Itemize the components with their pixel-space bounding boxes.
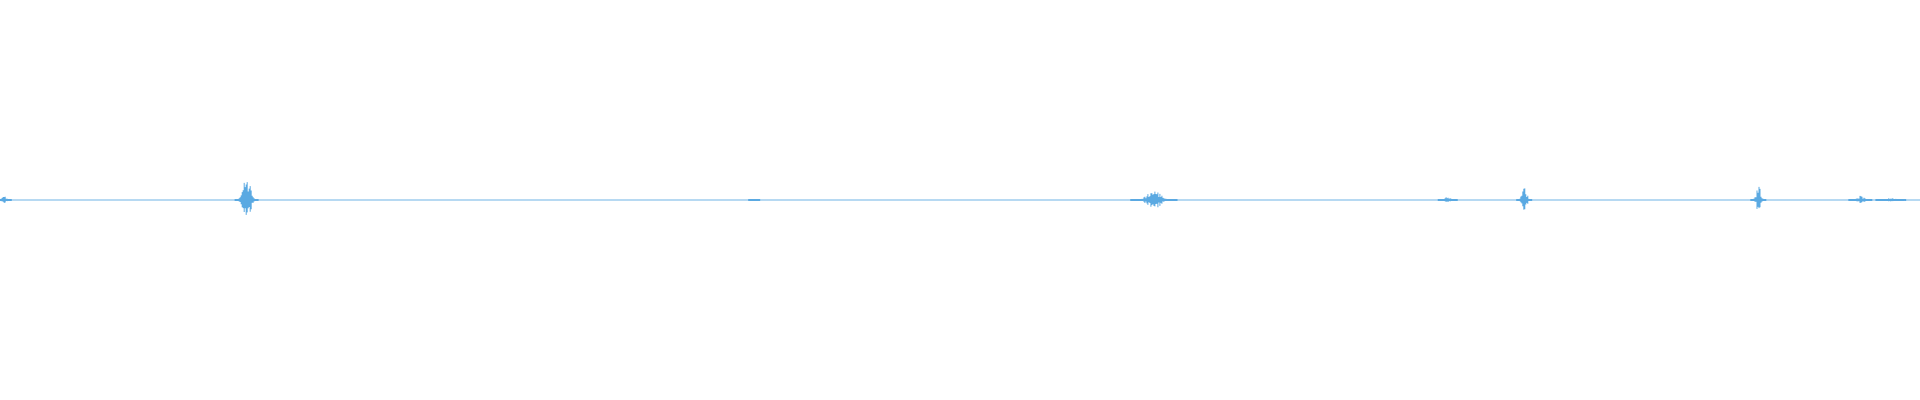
waveform-baseline [0, 199, 1920, 201]
waveform-end-blip [1875, 198, 1907, 202]
waveform-burst-1 [1130, 191, 1178, 208]
waveform-signal [0, 182, 1920, 215]
waveform-small-bump-3 [1848, 195, 1873, 203]
waveform-start-blip [0, 196, 12, 203]
waveform-small-bump-1 [748, 199, 761, 201]
waveform-peak-3 [1750, 186, 1767, 209]
waveform-peak-2 [1516, 188, 1533, 210]
waveform-peak-1 [234, 182, 259, 215]
waveform-small-bump-2 [1437, 197, 1458, 202]
